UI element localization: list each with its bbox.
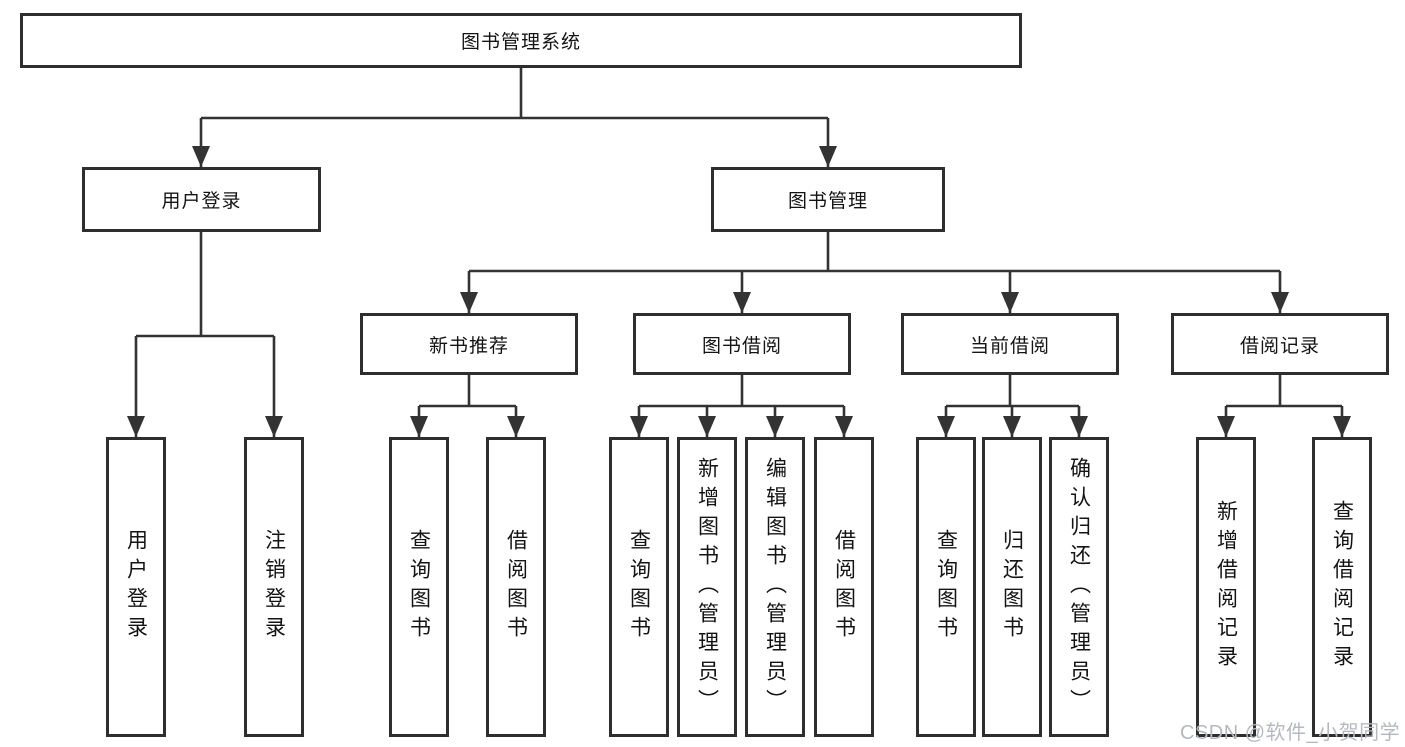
leaf-query-borrow-record: 查询借阅记录 — [1312, 437, 1372, 737]
leaf-add-borrow-record-label: 新增借阅记录 — [1214, 500, 1238, 674]
leaf-query-book-3: 查询图书 — [916, 437, 976, 737]
leaf-return-book: 归还图书 — [982, 437, 1042, 737]
node-book-management-label: 图书管理 — [787, 191, 868, 212]
connector-current-borrow-branch — [946, 375, 1079, 408]
node-root-system-label: 图书管理系统 — [460, 32, 581, 53]
leaf-confirm-return-admin: 确认归还（管理员） — [1049, 437, 1109, 737]
leaf-query-book-2-label: 查询图书 — [627, 529, 651, 645]
leaf-user-login: 用户登录 — [106, 437, 166, 737]
node-root-system: 图书管理系统 — [20, 13, 1022, 68]
leaf-query-book-2: 查询图书 — [609, 437, 669, 737]
leaf-edit-book-admin-label: 编辑图书（管理员） — [763, 456, 787, 718]
connector-book-borrow-branch — [639, 375, 844, 408]
leaf-user-login-label: 用户登录 — [124, 529, 148, 645]
node-borrow-record-label: 借阅记录 — [1239, 335, 1320, 357]
leaf-query-book-1-label: 查询图书 — [407, 529, 431, 645]
connector-borrow-record-branch — [1226, 375, 1342, 408]
leaf-logout-label: 注销登录 — [262, 529, 286, 645]
leaf-logout: 注销登录 — [244, 437, 304, 737]
leaf-query-book-3-label: 查询图书 — [934, 529, 958, 645]
node-current-borrow-label: 当前借阅 — [969, 335, 1050, 357]
leaf-borrow-book-1: 借阅图书 — [486, 437, 546, 737]
connector-user-login-branch — [136, 232, 274, 338]
leaf-query-book-1: 查询图书 — [389, 437, 449, 737]
csdn-watermark: CSDN @软件_小贺同学 — [1180, 722, 1401, 744]
leaf-add-book-admin: 新增图书（管理员） — [677, 437, 737, 737]
connector-book-management-branch — [469, 232, 1280, 273]
node-book-borrow-label: 图书借阅 — [701, 335, 782, 357]
leaf-add-book-admin-label: 新增图书（管理员） — [695, 456, 719, 718]
leaf-borrow-book-2: 借阅图书 — [814, 437, 874, 737]
connector-new-book-branch — [419, 375, 516, 408]
node-book-borrow: 图书借阅 — [633, 313, 851, 375]
node-user-login: 用户登录 — [82, 167, 321, 232]
leaf-edit-book-admin: 编辑图书（管理员） — [745, 437, 805, 737]
leaf-query-borrow-record-label: 查询借阅记录 — [1330, 500, 1354, 674]
leaf-return-book-label: 归还图书 — [1000, 529, 1024, 645]
connector-root-branch — [201, 68, 828, 120]
node-new-book-recommend-label: 新书推荐 — [428, 335, 509, 357]
node-book-management: 图书管理 — [711, 167, 945, 232]
node-current-borrow: 当前借阅 — [901, 313, 1119, 375]
node-user-login-label: 用户登录 — [161, 191, 242, 212]
leaf-add-borrow-record: 新增借阅记录 — [1196, 437, 1256, 737]
leaf-confirm-return-admin-label: 确认归还（管理员） — [1067, 456, 1091, 718]
node-borrow-record: 借阅记录 — [1171, 313, 1389, 375]
node-new-book-recommend: 新书推荐 — [360, 313, 578, 375]
leaf-borrow-book-1-label: 借阅图书 — [504, 529, 528, 645]
leaf-borrow-book-2-label: 借阅图书 — [832, 529, 856, 645]
